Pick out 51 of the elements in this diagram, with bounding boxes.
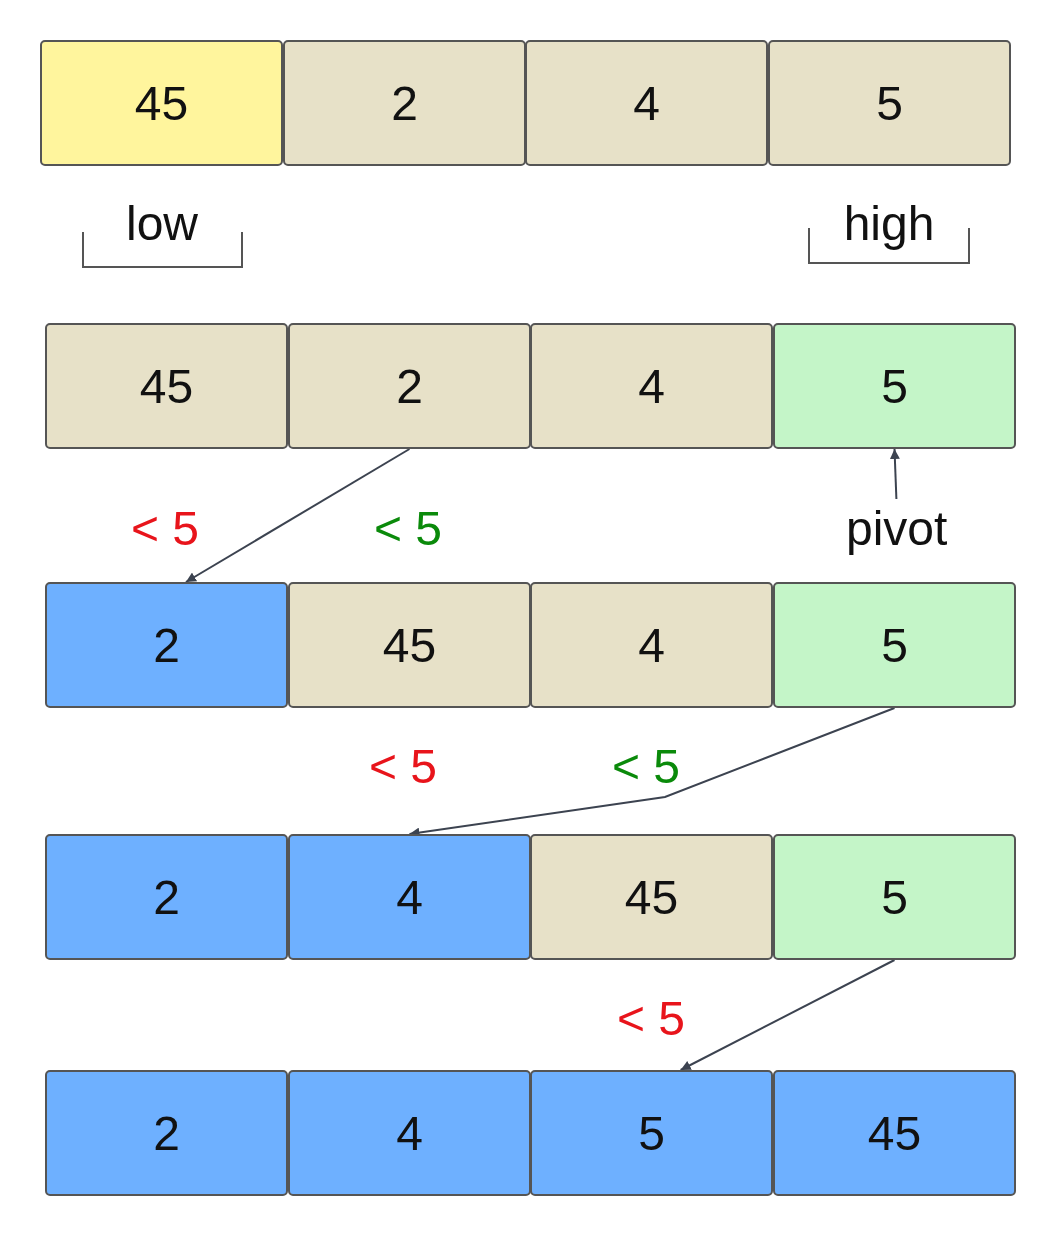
cell-value: 45 [139, 358, 194, 414]
array-cell [40, 40, 283, 166]
pivot-label: pivot [846, 505, 948, 553]
cell-value: 4 [396, 869, 423, 925]
cell-value: 5 [881, 358, 908, 414]
cell-value: 45 [134, 75, 189, 131]
cell-value: 2 [396, 358, 423, 414]
arrow [889, 448, 900, 500]
array-cell [45, 323, 288, 449]
cell-value: 2 [153, 869, 180, 925]
array-cell [773, 834, 1016, 960]
cell-value: 45 [867, 1105, 922, 1161]
comparison-label: < 5 [611, 743, 681, 791]
range-label: low [126, 200, 198, 248]
array-cell [773, 1070, 1016, 1196]
array-cell [530, 582, 773, 708]
comparison-label: < 5 [373, 505, 443, 553]
array-cell [768, 40, 1011, 166]
arrow [184, 448, 411, 583]
cell-value: 2 [391, 75, 418, 131]
cell-value: 2 [153, 617, 180, 673]
cell-value: 4 [633, 75, 660, 131]
array-cell [773, 323, 1016, 449]
array-cell [773, 582, 1016, 708]
cell-value: 45 [624, 869, 679, 925]
arrow [679, 959, 896, 1071]
comparison-label: < 5 [616, 995, 686, 1043]
array-cell [530, 1070, 773, 1196]
array-cell [525, 40, 768, 166]
cell-value: 5 [881, 617, 908, 673]
cell-value: 5 [876, 75, 903, 131]
array-cell [288, 323, 531, 449]
cell-value: 5 [881, 869, 908, 925]
cell-value: 2 [153, 1105, 180, 1161]
cell-value: 4 [396, 1105, 423, 1161]
array-cell [530, 323, 773, 449]
cell-value: 45 [382, 617, 437, 673]
array-cell [283, 40, 526, 166]
array-cell [45, 1070, 288, 1196]
range-label: high [843, 200, 935, 248]
comparison-label: < 5 [130, 505, 200, 553]
array-cell [288, 582, 531, 708]
array-cell [288, 834, 531, 960]
cell-value: 4 [638, 358, 665, 414]
comparison-label: < 5 [368, 743, 438, 791]
array-cell [45, 834, 288, 960]
array-cell [288, 1070, 531, 1196]
cell-value: 4 [638, 617, 665, 673]
cell-value: 5 [638, 1105, 665, 1161]
array-cell [530, 834, 773, 960]
array-cell [45, 582, 288, 708]
